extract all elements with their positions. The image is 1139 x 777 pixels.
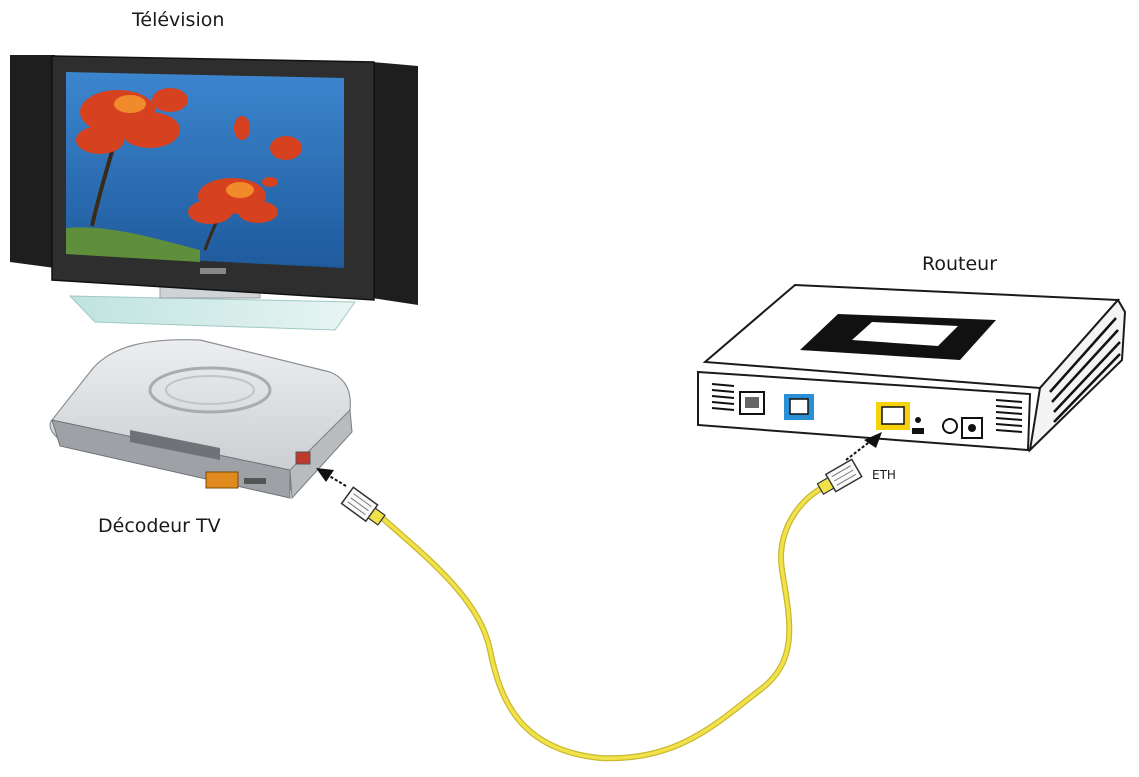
television-label: Télévision xyxy=(132,9,225,31)
insert-arrow-icon xyxy=(845,432,882,461)
rj45-connector-icon xyxy=(816,458,863,496)
television-icon xyxy=(10,55,418,331)
router-icon xyxy=(697,283,1127,453)
insert-arrow-icon xyxy=(316,468,347,487)
ethernet-cable xyxy=(377,485,825,762)
eth-port-label: ETH xyxy=(872,468,896,482)
decoder-label: Décodeur TV xyxy=(98,515,221,537)
router-label: Routeur xyxy=(922,253,998,275)
set-top-box-icon xyxy=(49,339,353,500)
rj45-connector-icon xyxy=(340,486,386,526)
